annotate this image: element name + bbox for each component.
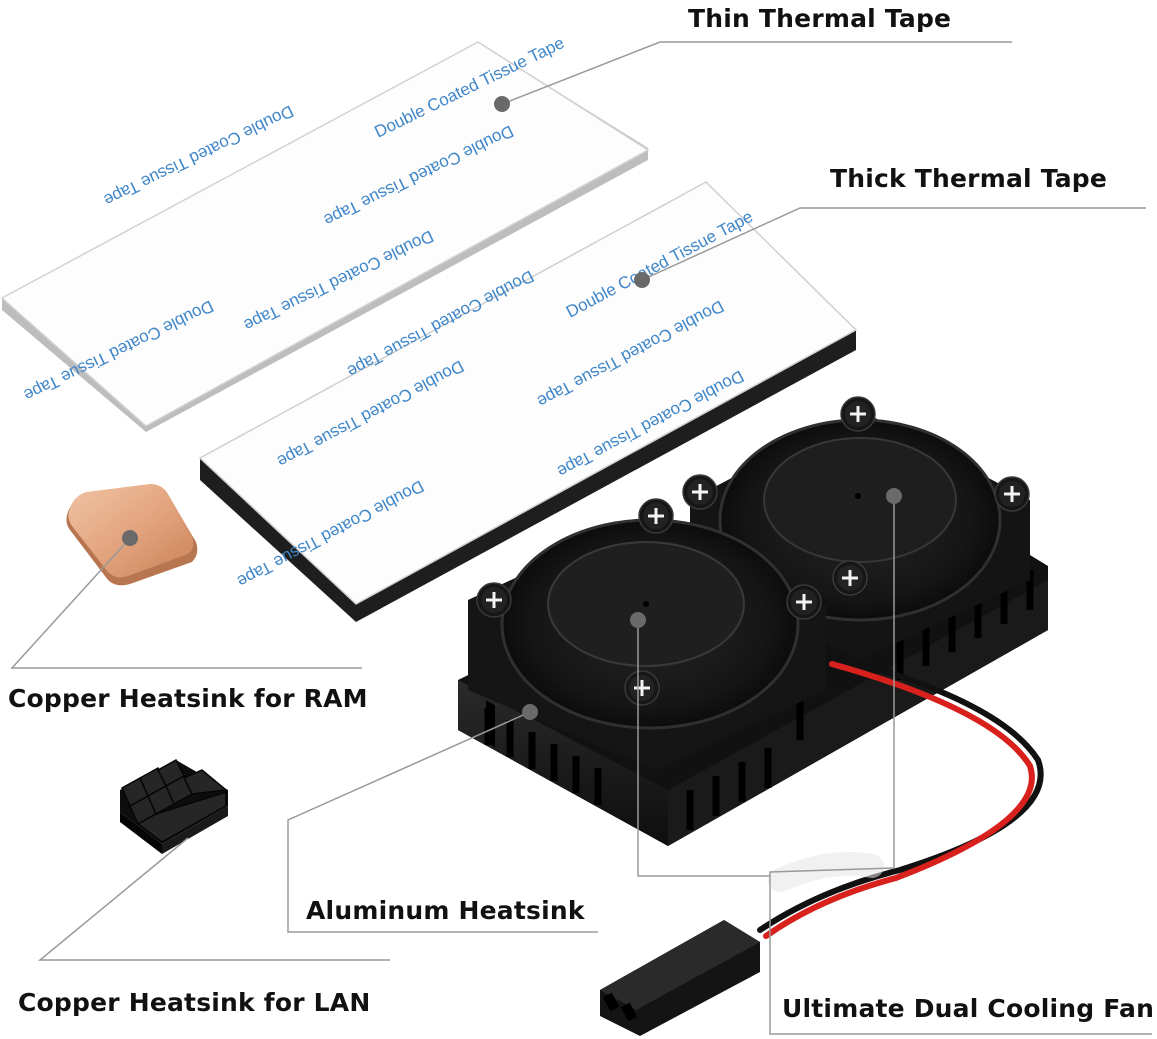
label-aluminum-heatsink: Aluminum Heatsink — [306, 896, 585, 925]
lan-heatsink — [120, 758, 228, 854]
fan-wires — [757, 653, 1044, 939]
thick-thermal-tape: Double Coated Tissue Tape Double Coated … — [198, 181, 858, 622]
leader-lines — [10, 41, 1152, 1035]
label-copper-heatsink-lan: Copper Heatsink for LAN — [18, 988, 371, 1017]
label-thin-thermal-tape: Thin Thermal Tape — [688, 4, 952, 33]
label-dual-cooling-fan: Ultimate Dual Cooling Fan — [782, 994, 1155, 1023]
dual-cooling-fan — [458, 395, 1048, 1036]
label-copper-heatsink-ram: Copper Heatsink for RAM — [8, 684, 368, 713]
fan-front — [468, 518, 826, 770]
label-thick-thermal-tape: Thick Thermal Tape — [830, 164, 1108, 193]
marker-dots — [122, 96, 902, 720]
thin-thermal-tape: Double Coated Tissue Tape Double Coated … — [0, 33, 650, 432]
fan-connector — [600, 920, 760, 1036]
